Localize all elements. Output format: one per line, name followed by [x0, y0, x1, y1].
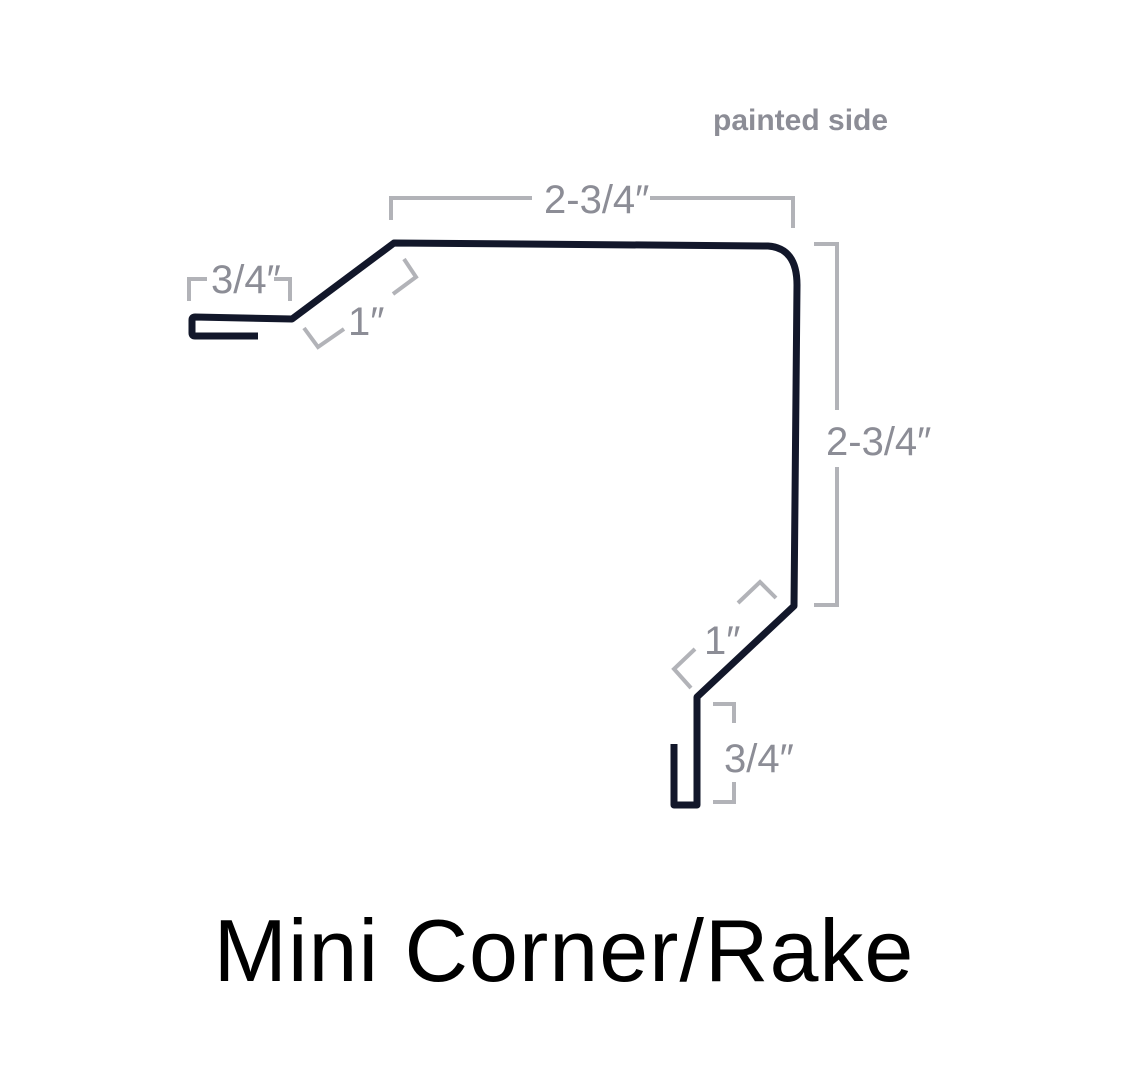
right-height-label: 2-3/4″: [826, 420, 931, 464]
left-hem-label: 3/4″: [211, 258, 281, 302]
trim-profile: [188, 239, 801, 809]
painted-side-label: painted side: [713, 104, 888, 137]
bottom-hem-label: 3/4″: [724, 737, 794, 781]
top-width-label: 2-3/4″: [544, 178, 649, 222]
left-angle-dimension: 1″: [302, 257, 419, 350]
bottom-hem-dimension: 3/4″: [713, 702, 794, 804]
left-angle-label: 1″: [348, 300, 384, 344]
left-hem-dimension: 3/4″: [187, 258, 292, 302]
right-height-dimension: 2-3/4″: [814, 242, 931, 607]
right-angle-dimension: 1″: [671, 579, 778, 690]
right-angle-label: 1″: [704, 619, 740, 663]
diagram-title: Mini Corner/Rake: [213, 901, 915, 1000]
top-width-dimension: 2-3/4″: [389, 178, 795, 228]
